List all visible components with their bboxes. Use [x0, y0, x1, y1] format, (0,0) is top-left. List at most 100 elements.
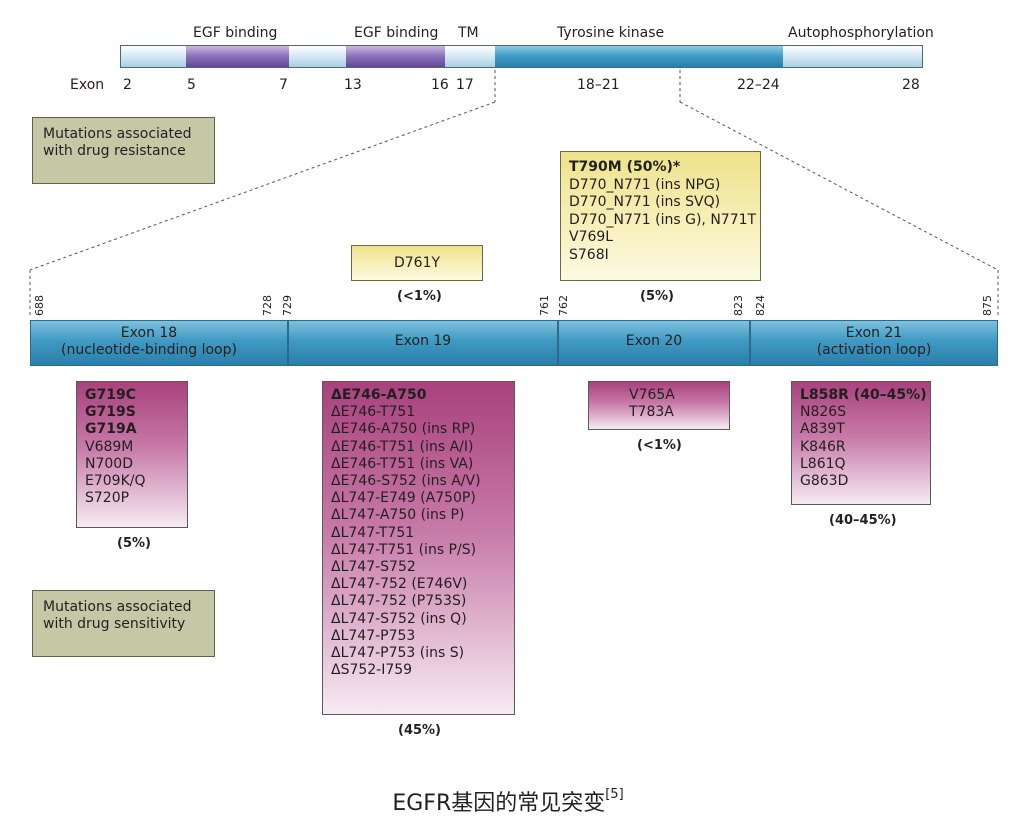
bar-segment-n-terminal — [120, 45, 186, 68]
mutation-item: N700D — [85, 455, 133, 472]
sensitivity-exon20-box: V765A T783A — [588, 381, 730, 430]
bar-segment-egf-binding-1 — [186, 45, 289, 68]
resistance-d761y-percentage: (<1%) — [397, 289, 442, 304]
figure-caption: EGFR基因的常见突变[5] — [0, 785, 1016, 817]
mutation-item: ΔL747-752 (P753S) — [331, 593, 467, 610]
exon21-title: Exon 21 — [845, 325, 903, 341]
exon21-domain — [750, 320, 998, 366]
caption-text: EGFR基因的常见突变 — [392, 791, 606, 816]
mutation-item: D770_N771 (ins SVQ) — [569, 194, 721, 210]
mutation-item: D761Y — [393, 255, 441, 271]
exon18-subtitle: (nucleotide-binding loop) — [61, 342, 237, 358]
mutation-item: T790M (50%)* — [569, 159, 681, 175]
mutation-item: T783A — [629, 404, 674, 421]
mutation-item: V769L — [569, 229, 614, 245]
bar-segment-tyrosine-kinase — [495, 45, 783, 68]
residue-position: 729 — [281, 295, 294, 316]
sensitivity-exon18-percentage: (5%) — [117, 536, 151, 551]
exon-number: 7 — [279, 77, 288, 93]
exon-number: 2 — [123, 77, 132, 93]
mutation-item: ΔL747-S752 — [331, 559, 416, 576]
domain-label-egf-binding-2: EGF binding — [354, 25, 439, 41]
sensitivity-exon20-percentage: (<1%) — [637, 438, 682, 453]
mutation-item: A839T — [800, 421, 845, 438]
legend-resistance-box: Mutations associated with drug resistanc… — [32, 117, 215, 184]
mutation-item: K846R — [800, 438, 846, 455]
exon19-domain — [288, 320, 558, 366]
residue-position: 688 — [33, 295, 46, 316]
mutation-item: S768I — [569, 246, 609, 263]
mutation-item: G719C — [85, 387, 136, 403]
exon20-domain — [558, 320, 750, 366]
mutation-item: G719A — [85, 421, 137, 438]
mutation-item: S720P — [85, 490, 130, 507]
mutation-item: D770_N771 (ins NPG) — [569, 176, 721, 193]
residue-position: 823 — [732, 295, 745, 316]
residue-position: 728 — [261, 295, 274, 316]
domain-label-tyrosine-kinase: Tyrosine kinase — [557, 25, 665, 41]
exon21-subtitle: (activation loop) — [816, 342, 932, 358]
zoom-line-left-diagonal — [29, 101, 496, 271]
domain-label-autophosphorylation: Autophosphorylation — [788, 25, 934, 41]
residue-position: 762 — [557, 295, 570, 316]
exon20-title: Exon 20 — [625, 333, 683, 349]
mutation-item: D770_N771 (ins G), N771T — [569, 211, 757, 228]
residue-position: 824 — [754, 295, 767, 316]
mutation-item: ΔL747-T751 (ins P/S) — [331, 541, 477, 558]
mutation-item: N826S — [800, 404, 847, 421]
mutation-item: G863D — [800, 473, 849, 490]
exon-number: 17 — [456, 77, 474, 93]
mutation-item: ΔL747-S752 (ins Q) — [331, 610, 467, 627]
mutation-item: G719S — [85, 404, 136, 421]
legend-resistance-text: Mutations associated with drug resistanc… — [43, 126, 192, 159]
legend-sensitivity-box: Mutations associated with drug sensitivi… — [32, 590, 215, 657]
mutation-item: ΔE746-T751 (ins A/I) — [331, 438, 474, 455]
bar-segment-autophosphorylation — [783, 45, 923, 68]
sensitivity-exon21-percentage: (40–45%) — [829, 513, 897, 528]
mutation-item: ΔS752-I759 — [331, 662, 413, 679]
sensitivity-exon18-box: G719C G719S G719A V689M N700D E709K/Q S7… — [76, 381, 188, 528]
legend-sensitivity-text: Mutations associated with drug sensitivi… — [43, 599, 192, 632]
exon18-title: Exon 18 — [120, 325, 178, 341]
mutation-item: ΔE746-T751 — [331, 404, 416, 421]
residue-position: 761 — [538, 295, 551, 316]
mutation-item: L861Q — [800, 455, 846, 472]
mutation-item: ΔL747-E749 (A750P) — [331, 490, 476, 507]
mutation-item: ΔL747-P753 (ins S) — [331, 645, 465, 662]
mutation-item: ΔE746-S752 (ins A/V) — [331, 473, 481, 490]
exon-number: 16 — [431, 77, 449, 93]
exon18-label: Exon 18 (nucleotide-binding loop) — [30, 325, 268, 359]
resistance-exon20-box: T790M (50%)* D770_N771 (ins NPG) D770_N7… — [560, 151, 761, 281]
caption-reference: [5] — [605, 787, 624, 802]
exon21-label: Exon 21 (activation loop) — [750, 325, 998, 359]
bar-segment-linker — [289, 45, 346, 68]
resistance-d761y-box: D761Y — [351, 245, 483, 281]
exon18-domain — [30, 320, 288, 366]
domain-label-tm: TM — [458, 25, 479, 41]
mutation-item: V765A — [629, 387, 675, 403]
exon-number: 18–21 — [577, 77, 620, 93]
resistance-exon20-percentage: (5%) — [640, 289, 674, 304]
exon19-label: Exon 19 — [288, 333, 558, 350]
mutation-item: ΔL747-752 (E746V) — [331, 576, 468, 593]
exon-number: 13 — [344, 77, 362, 93]
mutation-item: E709K/Q — [85, 473, 146, 490]
mutation-item: ΔL747-P753 — [331, 627, 416, 644]
exon20-label: Exon 20 — [558, 333, 750, 350]
mutation-item: ΔE746-A750 — [331, 387, 427, 403]
domain-label-egf-binding-1: EGF binding — [193, 25, 278, 41]
mutation-item: ΔE746-A750 (ins RP) — [331, 421, 476, 438]
exon-row-label: Exon — [70, 77, 105, 93]
residue-position: 875 — [981, 295, 994, 316]
exon-number: 22–24 — [737, 77, 780, 93]
exon19-title: Exon 19 — [394, 333, 452, 349]
mutation-item: ΔL747-A750 (ins P) — [331, 507, 465, 524]
bar-segment-egf-binding-2 — [346, 45, 445, 68]
bar-segment-tm — [445, 45, 495, 68]
exon-number: 5 — [187, 77, 196, 93]
sensitivity-exon21-box: L858R (40–45%) N826S A839T K846R L861Q G… — [791, 381, 931, 505]
mutation-item: L858R (40–45%) — [800, 387, 927, 403]
sensitivity-exon19-percentage: (45%) — [398, 723, 441, 738]
mutation-item: ΔE746-T751 (ins VA) — [331, 455, 474, 472]
